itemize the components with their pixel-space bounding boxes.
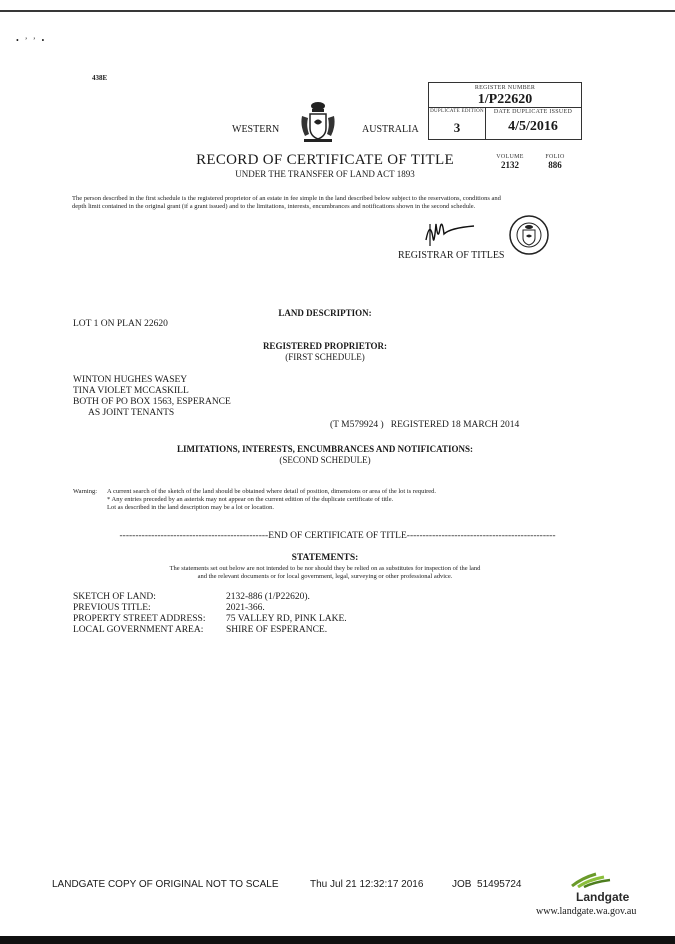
statement-label: LOCAL GOVERNMENT AREA: xyxy=(73,625,204,635)
proprietor-registration: (T M579924 ) REGISTERED 18 MARCH 2014 xyxy=(330,420,520,430)
official-seal-icon xyxy=(508,214,550,256)
volume-label: VOLUME xyxy=(496,154,524,160)
statements-intro-2: and the relevant documents or for local … xyxy=(197,573,453,580)
volume-value: 2132 xyxy=(501,160,519,170)
warning-line-2: * Any entries preceded by an asterisk ma… xyxy=(107,496,394,503)
duplicate-edition: 3 xyxy=(453,120,461,135)
corner-mark: 438E xyxy=(92,74,108,82)
end-of-certificate: ----------------------------------------… xyxy=(119,531,556,541)
landgate-brand: Landgate xyxy=(576,890,630,904)
scan-bottom-edge xyxy=(0,936,675,944)
proprietor-line-4: AS JOINT TENANTS xyxy=(88,408,175,418)
preamble-text: The person described in the first schedu… xyxy=(72,195,501,210)
register-box: REGISTER NUMBER 1/P22620 DUPLICATE EDITI… xyxy=(428,82,582,140)
scan-marks: •’’• xyxy=(16,36,51,45)
duplicate-edition-label: DUPLICATE EDITION xyxy=(430,109,484,114)
limitations-subheading: (SECOND SCHEDULE) xyxy=(279,455,371,465)
western-word: WESTERN xyxy=(232,124,280,135)
registrar-label: REGISTRAR OF TITLES xyxy=(398,250,505,261)
statement-label: PREVIOUS TITLE: xyxy=(73,603,151,613)
proprietor-line-3: BOTH OF PO BOX 1563, ESPERANCE xyxy=(73,397,231,407)
statement-value: 2132-886 (1/P22620). xyxy=(226,592,310,602)
proprietor-subheading: (FIRST SCHEDULE) xyxy=(285,352,365,362)
land-description-text: LOT 1 ON PLAN 22620 xyxy=(73,319,168,329)
footer-job: JOB 51495724 xyxy=(452,879,522,890)
statements-heading: STATEMENTS: xyxy=(291,553,359,563)
date-issued-label: DATE DUPLICATE ISSUED xyxy=(493,109,573,115)
proprietor-line-2: TINA VIOLET MCCASKILL xyxy=(73,386,189,396)
proprietor-line-1: WINTON HUGHES WASEY xyxy=(73,375,188,385)
proprietor-heading: REGISTERED PROPRIETOR: xyxy=(262,341,388,351)
folio-label: FOLIO xyxy=(545,154,565,160)
footer-copy-text: LANDGATE COPY OF ORIGINAL NOT TO SCALE xyxy=(52,879,279,890)
landgate-url[interactable]: www.landgate.wa.gov.au xyxy=(536,906,637,917)
statement-value: 75 VALLEY RD, PINK LAKE. xyxy=(226,614,347,624)
scan-top-edge xyxy=(0,10,675,12)
statement-value: 2021-366. xyxy=(226,603,265,613)
coat-of-arms-icon xyxy=(298,100,338,146)
certificate-title: RECORD OF CERTIFICATE OF TITLE xyxy=(196,152,454,168)
register-divider xyxy=(429,107,581,108)
land-description-heading: LAND DESCRIPTION: xyxy=(278,308,372,318)
registrar-signature-icon xyxy=(420,218,480,250)
date-issued: 4/5/2016 xyxy=(508,119,558,134)
certificate-subtitle: UNDER THE TRANSFER OF LAND ACT 1893 xyxy=(235,169,415,179)
folio-value: 886 xyxy=(548,160,562,170)
statement-label: PROPERTY STREET ADDRESS: xyxy=(73,614,206,624)
australia-word: AUSTRALIA xyxy=(362,124,419,135)
warning-line-1: A current search of the sketch of the la… xyxy=(107,488,437,495)
register-number: 1/P22620 xyxy=(477,92,533,107)
landgate-logo-icon xyxy=(570,872,612,889)
warning-line-3: Lot as described in the land description… xyxy=(107,504,274,511)
limitations-heading: LIMITATIONS, INTERESTS, ENCUMBRANCES AND… xyxy=(176,444,474,454)
footer-timestamp: Thu Jul 21 12:32:17 2016 xyxy=(310,879,424,890)
statement-label: SKETCH OF LAND: xyxy=(73,592,156,602)
statements-intro-1: The statements set out below are not int… xyxy=(169,565,481,572)
statement-value: SHIRE OF ESPERANCE. xyxy=(226,625,328,635)
register-number-label: REGISTER NUMBER xyxy=(474,85,536,91)
register-vdivider xyxy=(485,107,486,139)
warning-label: Warning: xyxy=(73,488,98,495)
